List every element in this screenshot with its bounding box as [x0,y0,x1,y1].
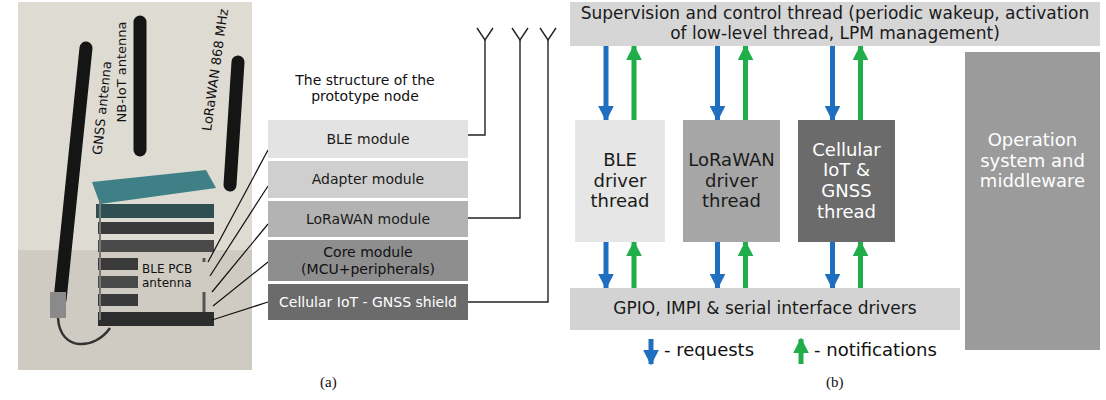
legend-text: - notifications [814,339,937,360]
request-arrow [830,242,835,288]
legend-arrows [651,339,801,364]
request-arrow [604,46,609,120]
notification-arrow [743,46,748,120]
part-label: BLE PCB antenna [140,262,206,292]
driver-band: GPIO, IMPI & serial interface drivers [570,288,960,330]
thread-box: LoRaWAN driver thread [683,120,780,242]
thread-band: Supervision and control thread (periodic… [570,2,1100,46]
request-arrow [604,242,609,288]
node-text: Adapter module [312,171,424,187]
part-label: The structure of the prototype node [285,72,445,104]
module-box: Core module (MCU+peripherals) [268,240,468,281]
node-text: BLE module [326,131,409,147]
module-box: BLE module [268,120,468,158]
legend-text: - requests [664,339,754,360]
request-arrow [715,242,720,288]
node-text: Supervision and control thread (periodic… [575,4,1095,43]
notification-arrow [632,46,637,120]
notification-arrow [743,242,748,288]
antenna-label: NB-IoT antenna [115,22,130,123]
notification-arrow [858,46,863,120]
module-box: Adapter module [268,161,468,198]
notification-arrow [632,242,637,288]
thread-box: BLE driver thread [575,120,665,242]
node-text: Cellular IoT - GNSS shield [279,294,457,310]
antenna-wires [468,28,556,302]
prototype-photo [18,2,252,370]
module-box: LoRaWAN module [268,201,468,237]
notification-arrow [858,242,863,288]
node-text: Cellular IoT & GNSS thread [803,140,890,223]
node-text: GPIO, IMPI & serial interface drivers [613,299,916,319]
request-arrow [715,46,720,120]
node-text: Core module (MCU+peripherals) [273,244,463,276]
thread-box: Cellular IoT & GNSS thread [798,120,895,242]
node-text: Operation system and middleware [970,130,1095,192]
module-box: Cellular IoT - GNSS shield [268,284,468,320]
node-text: BLE driver thread [580,150,660,212]
node-text: LoRaWAN module [306,211,430,227]
request-arrow [830,46,835,120]
node-text: LoRaWAN driver thread [688,150,775,212]
leader-lines [208,150,268,320]
os-panel: Operation system and middleware [965,52,1100,350]
subfigure-caption: (a) [320,374,337,391]
subfigure-caption: (b) [826,374,844,391]
